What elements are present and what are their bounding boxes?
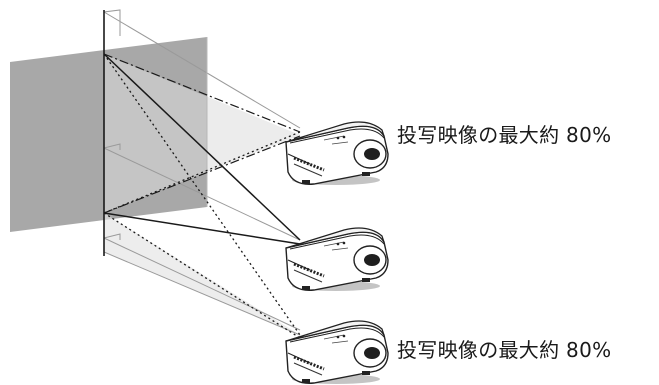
projector-middle <box>284 226 390 293</box>
middle-projector-beam-lines <box>103 53 301 245</box>
upper-projection-beam <box>104 54 300 213</box>
upper-projector-caption: 投写映像の最大約 80% <box>397 123 612 147</box>
projector-lower <box>284 319 390 385</box>
lower-projector-beam-lines <box>103 53 301 339</box>
lower-projection-beam <box>104 213 300 335</box>
projector-upper <box>284 120 390 187</box>
screen-frame-outlines <box>103 9 301 336</box>
lower-projector-caption: 投写映像の最大約 80% <box>397 338 612 362</box>
